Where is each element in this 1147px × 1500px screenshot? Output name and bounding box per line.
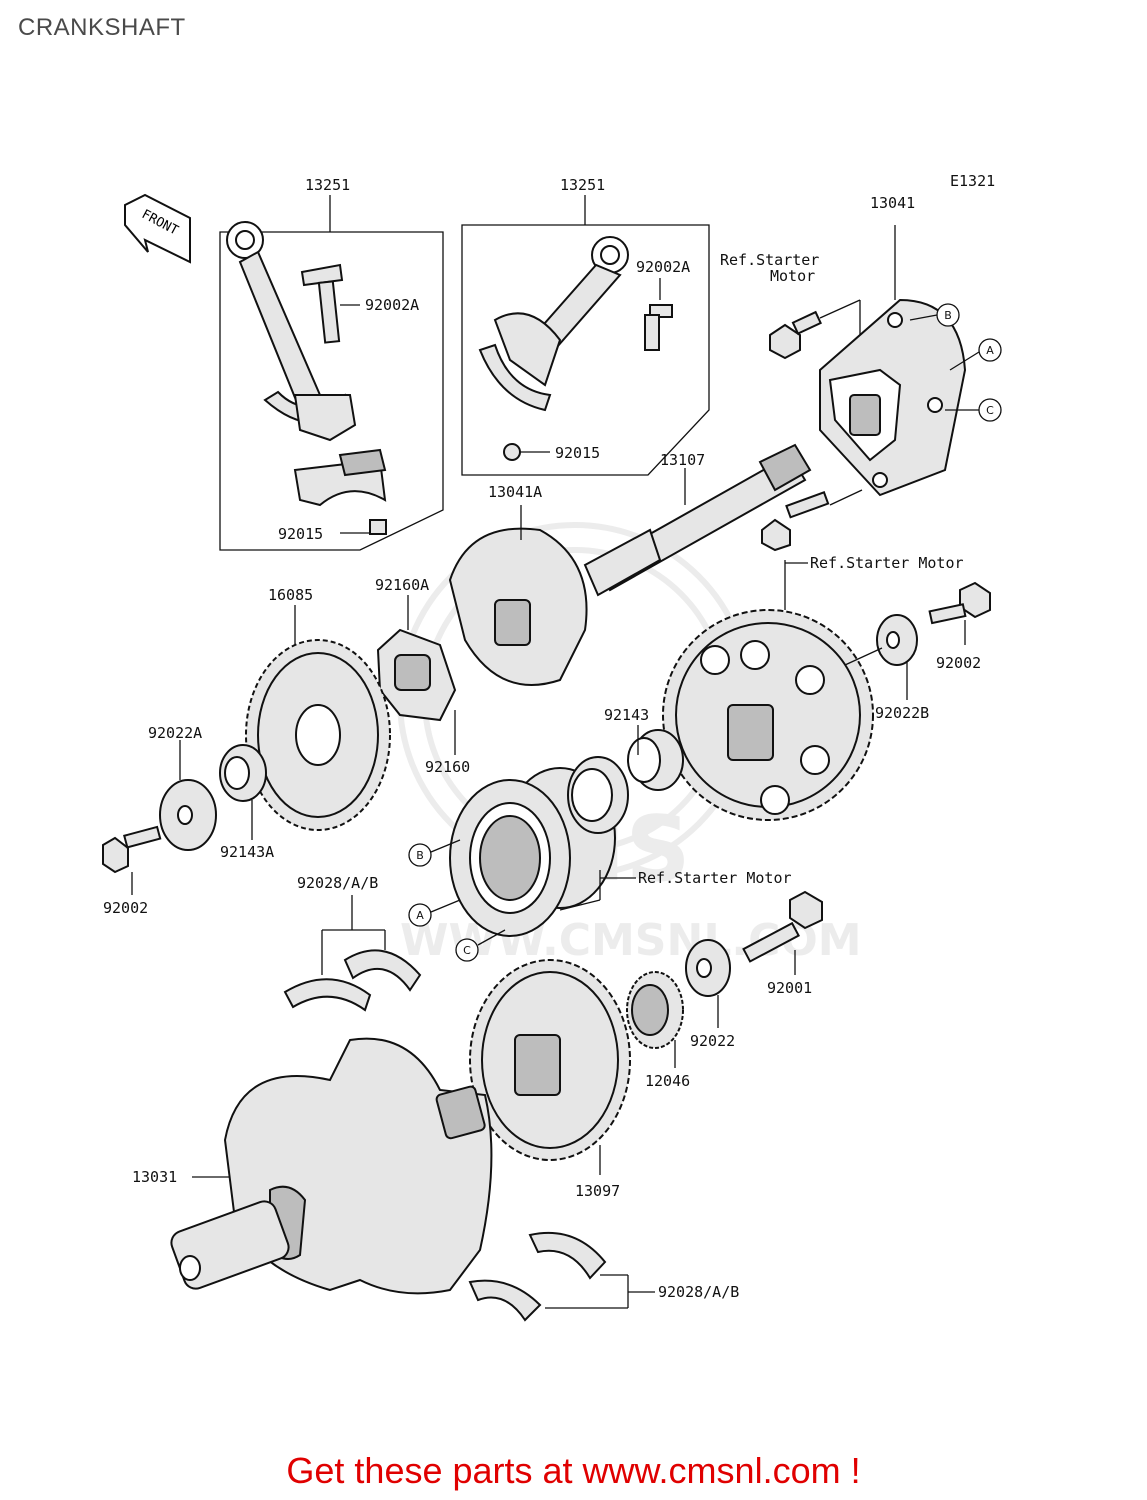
- label-13251-left: 13251: [305, 176, 350, 194]
- svg-text:C: C: [463, 944, 471, 957]
- page-title: CRANKSHAFT: [18, 14, 186, 41]
- carrier-13041A: [448, 527, 588, 686]
- bolt-92002-right: [928, 581, 991, 625]
- starter-gear-large: [662, 609, 874, 821]
- bearing-92028-top-1: [283, 978, 372, 1012]
- label-92002A-right: 92002A: [636, 258, 690, 276]
- svg-text:A: A: [986, 344, 994, 357]
- label-92022A: 92022A: [148, 724, 202, 742]
- label-92143: 92143: [604, 706, 649, 724]
- ref-starter-motor-2: Ref.Starter Motor: [810, 554, 964, 572]
- bolt-92002-left: [102, 825, 162, 874]
- shaft-13107: [583, 443, 812, 597]
- bolt-92002A-right: [644, 304, 673, 351]
- bearing-92028-bottom-1: [468, 1279, 542, 1322]
- ref-starter-motor-1-line1: Ref.Starter: [720, 251, 819, 269]
- label-92001: 92001: [767, 979, 812, 997]
- label-92143A: 92143A: [220, 843, 274, 861]
- ref-starter-motor-3: Ref.Starter Motor: [638, 869, 792, 887]
- label-92028-bottom: 92028/A/B: [658, 1283, 739, 1301]
- crankshaft-13031: [170, 1037, 493, 1295]
- connecting-rod-left-group: 13251 92002A 92015: [219, 176, 444, 551]
- label-92022: 92022: [690, 1032, 735, 1050]
- label-13041A: 13041A: [488, 483, 542, 501]
- gear-13097: [469, 959, 631, 1161]
- callout-c-top: C: [978, 398, 1002, 422]
- label-13031: 13031: [132, 1168, 177, 1186]
- starter-bolt-top: [769, 310, 822, 360]
- callout-a-top: A: [978, 338, 1002, 362]
- label-13251-right: 13251: [560, 176, 605, 194]
- washer-92022A: [159, 779, 217, 851]
- gear-12046: [626, 971, 684, 1049]
- connecting-rod-left: [226, 221, 357, 442]
- label-92160: 92160: [425, 758, 470, 776]
- label-92015-left: 92015: [278, 525, 323, 543]
- bearing-92028-top-2: [343, 949, 422, 992]
- washer-92022B: [876, 614, 918, 666]
- one-way-clutch-carrier-13041: [819, 298, 967, 497]
- diagram-code: E1321: [950, 172, 995, 190]
- label-13107: 13107: [660, 451, 705, 469]
- washer-clutch: [567, 756, 629, 834]
- bolt-92001: [742, 890, 823, 963]
- starter-bolt-middle: [761, 491, 830, 552]
- gear-16085: [245, 639, 391, 831]
- label-13041: 13041: [870, 194, 915, 212]
- label-13097: 13097: [575, 1182, 620, 1200]
- damper-92160A: [376, 628, 457, 722]
- callout-b-top: B: [936, 303, 960, 327]
- connecting-rod-right-group: 13251 92002A 92015: [461, 176, 710, 476]
- label-12046: 12046: [645, 1072, 690, 1090]
- label-92022B: 92022B: [875, 704, 929, 722]
- label-92002A-left: 92002A: [365, 296, 419, 314]
- collar-92143: [627, 729, 684, 791]
- svg-text:C: C: [986, 404, 994, 417]
- label-92002-left: 92002: [103, 899, 148, 917]
- svg-text:B: B: [944, 309, 952, 322]
- callout-c-mid: C: [455, 938, 479, 962]
- label-92160A: 92160A: [375, 576, 429, 594]
- washer-92022: [685, 939, 731, 997]
- bolt-92002A-left: [300, 263, 344, 344]
- front-arrow-icon: FRONT: [124, 193, 191, 264]
- collar-92143A: [219, 744, 267, 802]
- callout-b-mid: B: [408, 843, 432, 867]
- bearing-92028-bottom-2: [528, 1231, 607, 1280]
- callout-a-mid: A: [408, 903, 432, 927]
- footer-promo: Get these parts at www.cmsnl.com !: [286, 1450, 861, 1491]
- rod-cap-left: [293, 448, 387, 507]
- label-92002-right: 92002: [936, 654, 981, 672]
- ref-starter-motor-1-line2: Motor: [770, 267, 815, 285]
- svg-text:B: B: [416, 849, 424, 862]
- label-16085: 16085: [268, 586, 313, 604]
- svg-text:A: A: [416, 909, 424, 922]
- label-92015-right: 92015: [555, 444, 600, 462]
- connecting-rod-right: [478, 236, 629, 412]
- label-92028-top: 92028/A/B: [297, 874, 378, 892]
